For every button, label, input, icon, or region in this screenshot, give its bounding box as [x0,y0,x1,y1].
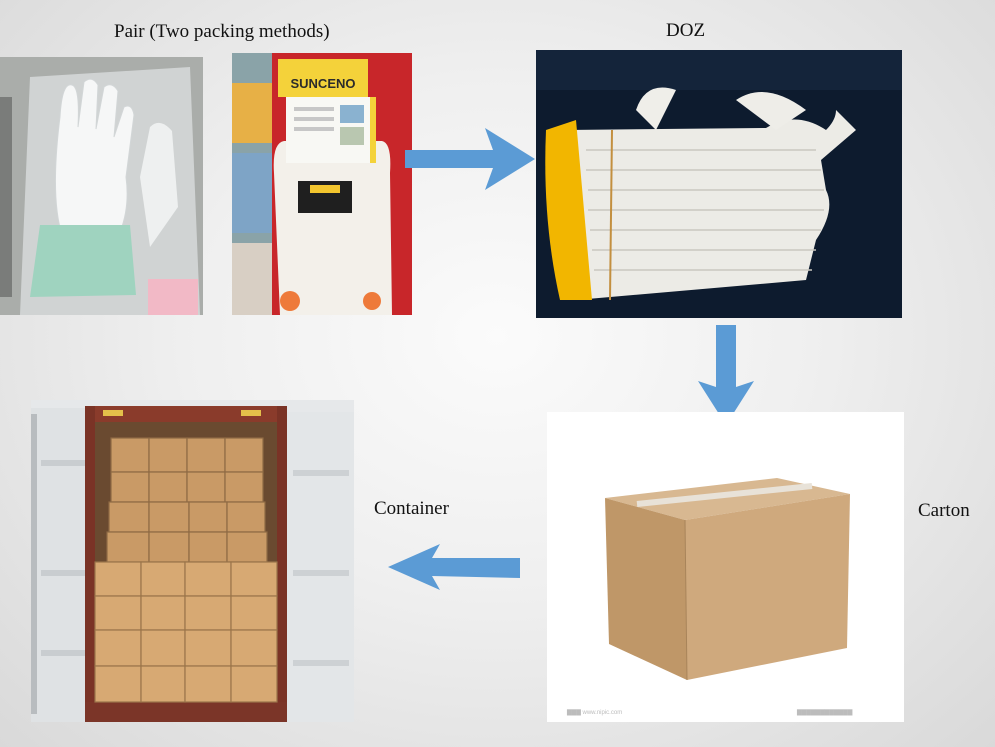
arrow-pair-to-doz [405,128,535,190]
label-pair: Pair (Two packing methods) [114,21,330,42]
carded-gloves-photo: SUNCENO [232,53,412,315]
label-container: Container [374,498,449,519]
arrow-carton-to-container [388,544,520,590]
svg-text:▇▇▇ www.nipic.com: ▇▇▇ www.nipic.com [566,709,622,716]
carton-photo: ▇▇▇ www.nipic.com ▇▇▇▇▇▇▇▇▇▇▇▇ [547,412,904,722]
container-photo [31,400,354,722]
card-brand-text: SUNCENO [290,76,355,91]
bagged-gloves-photo [0,57,203,315]
dozen-gloves-photo [536,50,902,318]
arrow-doz-to-carton [698,325,754,425]
label-carton: Carton [918,500,970,521]
svg-text:▇▇▇▇▇▇▇▇▇▇▇▇: ▇▇▇▇▇▇▇▇▇▇▇▇ [796,709,853,716]
label-doz: DOZ [666,20,706,41]
